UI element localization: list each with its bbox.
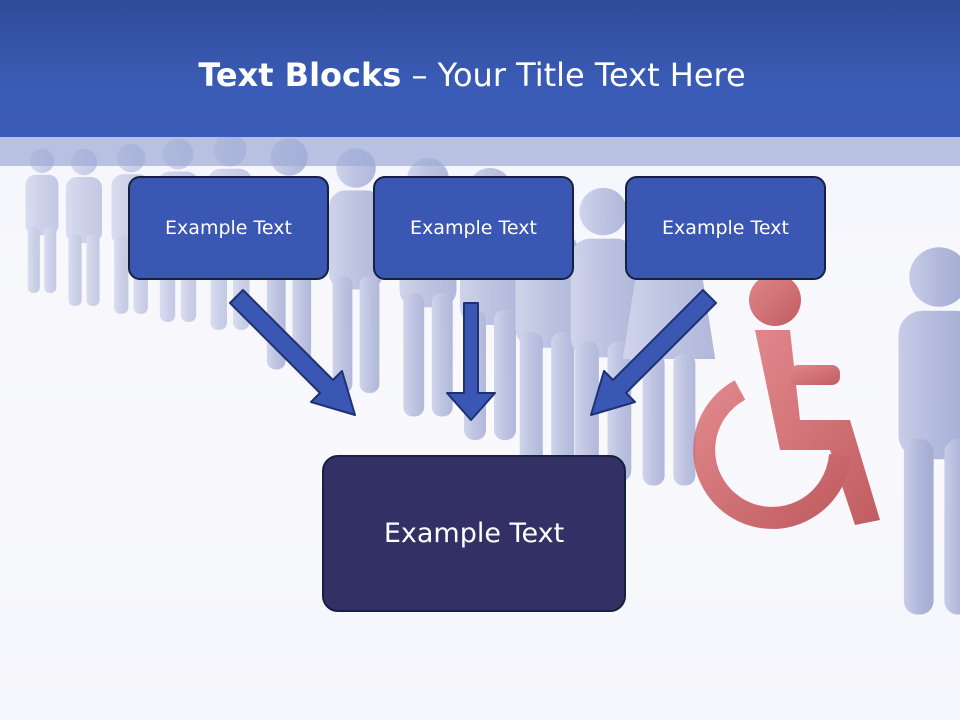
text-block-2-label: Example Text xyxy=(410,217,537,239)
title-dash: – xyxy=(401,56,438,94)
target-text-block-label: Example Text xyxy=(383,518,565,549)
text-block-3-label: Example Text xyxy=(662,217,789,239)
arrow-down-icon xyxy=(446,302,496,421)
text-block-1-label: Example Text xyxy=(165,217,292,239)
title-regular-part: Your Title Text Here xyxy=(437,56,746,94)
text-block-3[interactable]: Example Text xyxy=(625,176,826,280)
slide-title: Text Blocks – Your Title Text Here xyxy=(0,55,944,95)
arrow-down-right-icon xyxy=(229,289,356,416)
target-text-block[interactable]: Example Text xyxy=(322,455,626,612)
wheelchair-icon xyxy=(693,274,880,529)
title-bar xyxy=(0,0,960,137)
title-bold-part: Text Blocks xyxy=(198,56,402,94)
header-strip xyxy=(0,137,960,166)
text-block-1[interactable]: Example Text xyxy=(128,176,329,280)
arrow-down-left-icon xyxy=(590,289,717,416)
text-block-2[interactable]: Example Text xyxy=(373,176,574,280)
